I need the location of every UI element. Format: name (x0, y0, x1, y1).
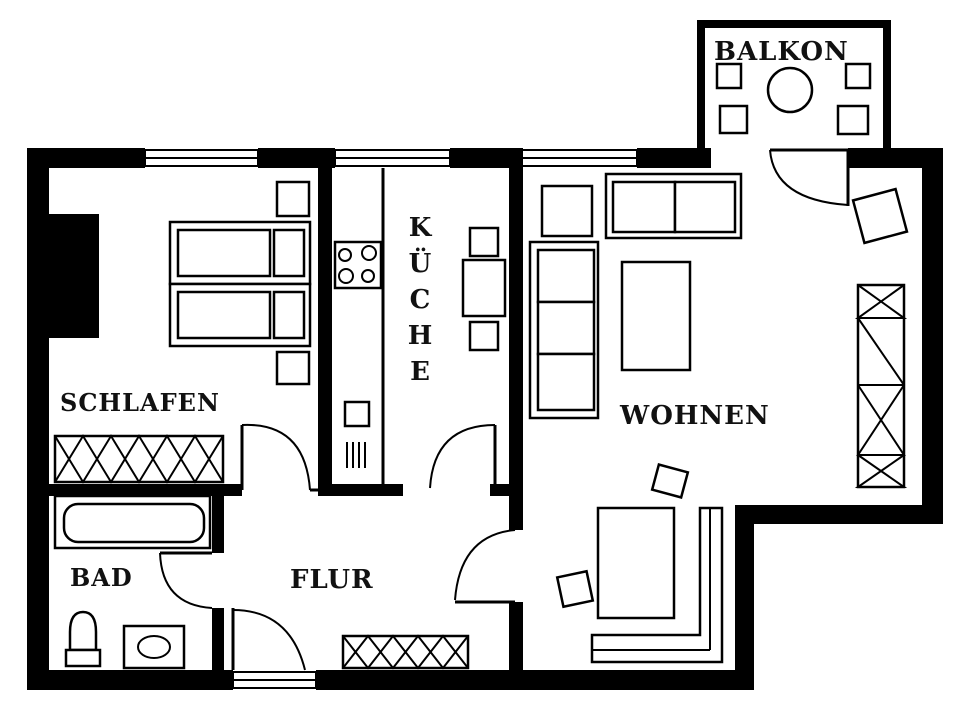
room-label-kueche-letter: C (410, 285, 431, 315)
doors (159, 423, 516, 671)
bedroom-furniture (53, 180, 312, 484)
balcony (697, 20, 891, 206)
outer-walls (27, 148, 943, 690)
room-label-kueche-letter: E (410, 357, 430, 387)
kitchen-furniture (333, 168, 507, 484)
room-label-kueche-letter: H (408, 321, 433, 351)
hall-furniture (341, 634, 470, 670)
room-label-kueche-letter: K (409, 213, 433, 243)
room-label-flur: FLUR (290, 565, 374, 595)
interior-walls (27, 148, 523, 690)
room-label-wohnen: WOHNEN (619, 401, 770, 431)
bath-furniture (53, 494, 212, 670)
room-label-schlafen: SCHLAFEN (60, 388, 220, 417)
room-label-kueche-letter: Ü (409, 247, 432, 279)
living-furniture (528, 172, 909, 664)
room-label-bad: BAD (70, 563, 133, 592)
room-label-balkon: BALKON (714, 37, 849, 67)
